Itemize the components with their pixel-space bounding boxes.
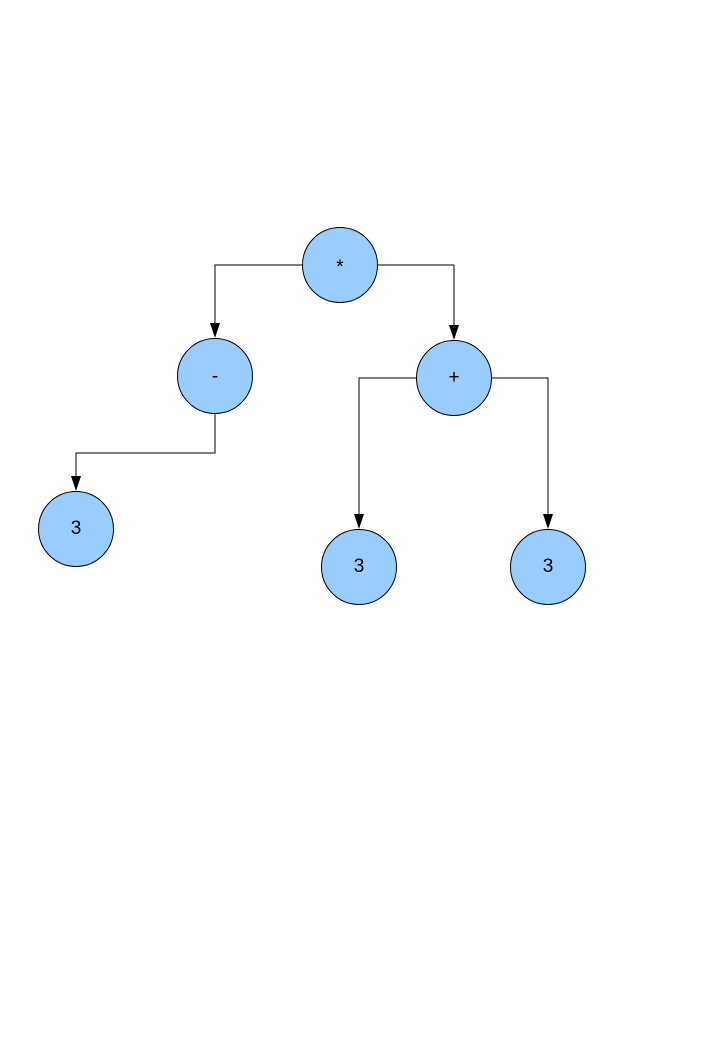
node-leaf-a: 3 bbox=[38, 491, 114, 567]
arrowhead-leaf-b bbox=[354, 514, 364, 529]
arrowhead-leaf-c bbox=[543, 514, 553, 529]
node-leaf-b-label: 3 bbox=[354, 556, 365, 577]
node-leaf-c: 3 bbox=[510, 529, 586, 605]
node-leaf-a-label: 3 bbox=[71, 518, 82, 539]
node-minus: - bbox=[177, 338, 253, 414]
edges bbox=[71, 264, 553, 529]
node-leaf-a-circle bbox=[38, 491, 114, 567]
arrowhead-minus bbox=[210, 323, 220, 338]
edge-plus-to-leaf-c bbox=[491, 377, 549, 515]
node-minus-circle bbox=[177, 338, 253, 414]
edge-root-to-plus bbox=[378, 264, 455, 326]
node-leaf-c-label: 3 bbox=[543, 556, 554, 577]
edge-minus-to-leaf-a bbox=[75, 414, 216, 477]
arrowhead-leaf-a bbox=[71, 476, 81, 491]
node-leaf-c-circle bbox=[510, 529, 586, 605]
node-plus-label: + bbox=[448, 367, 459, 388]
edge-root-to-minus bbox=[214, 264, 303, 324]
node-leaf-b-circle bbox=[321, 529, 397, 605]
node-plus-circle bbox=[416, 340, 492, 416]
node-root-circle bbox=[302, 227, 378, 303]
arrowhead-plus bbox=[449, 325, 459, 340]
node-plus: + bbox=[416, 340, 492, 416]
node-root: * bbox=[302, 227, 378, 303]
edge-plus-to-leaf-b bbox=[358, 377, 416, 515]
node-minus-label: - bbox=[212, 366, 218, 387]
node-leaf-b: 3 bbox=[321, 529, 397, 605]
node-root-label: * bbox=[336, 257, 344, 278]
